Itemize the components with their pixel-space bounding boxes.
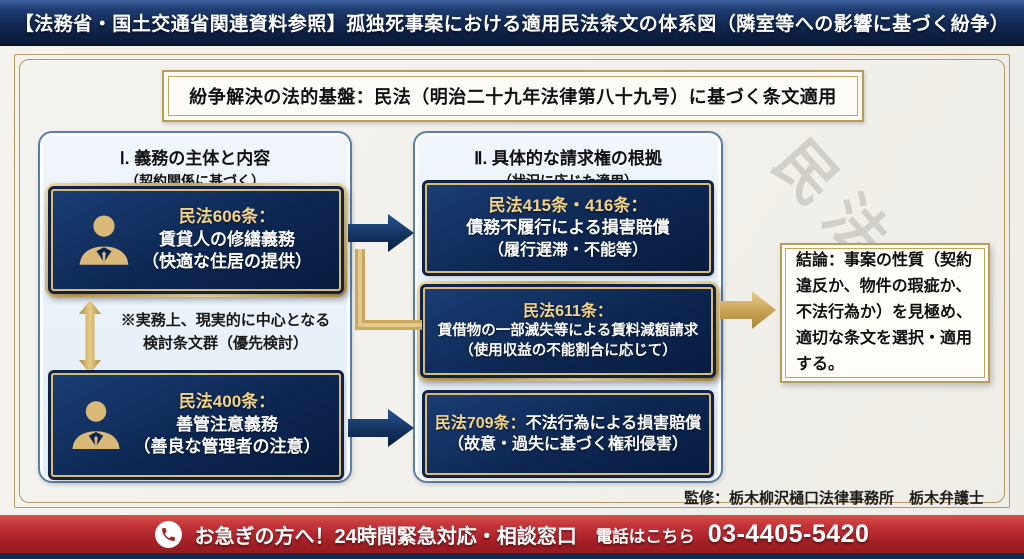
- article-709-box: 民法709条：不法行為による損害賠償 （故意・過失に基づく権利侵害）: [425, 393, 711, 475]
- article-709-line2: （故意・過失に基づく権利侵害）: [447, 436, 688, 453]
- person-icon: [58, 395, 134, 455]
- footer-navy-strip: [0, 553, 1024, 559]
- conclusion-box: 結論：事案の性質（契約違反か、物件の瑕疵か、不法行為か）を見極め、適切な条文を選…: [780, 243, 990, 383]
- article-415-416-box: 民法415条・416条： 債務不履行による損害賠償 （履行遅滞・不能等）: [425, 183, 711, 273]
- obligations-panel-title: Ⅰ. 義務の主体と内容: [119, 149, 271, 168]
- conclusion-text: 結論：事案の性質（契約違反か、物件の瑕疵か、不法行為か）を見極め、適切な条文を選…: [796, 252, 973, 373]
- article-400-box: 民法400条： 善管注意義務 （善良な管理者の注意）: [51, 373, 341, 477]
- emergency-contact-bar[interactable]: お急ぎの方へ！24時間緊急対応・相談窓口 電話はこちら 03-4405-5420: [0, 515, 1024, 559]
- article-400-line2: （善良な管理者の注意）: [133, 437, 321, 457]
- article-611-line1: 賃借物の一部滅失等による賃料減額請求: [437, 323, 699, 340]
- article-611-line2: （使用収益の不能割合に応じて）: [459, 342, 677, 359]
- phone-cta-label: 電話はこちら: [595, 527, 695, 546]
- phone-number[interactable]: 03-4405-5420: [707, 520, 870, 548]
- arrow-606-to-415-icon: [348, 214, 414, 252]
- updown-arrow-icon: [79, 300, 101, 374]
- article-606-number: 民法606条：: [178, 207, 276, 227]
- article-606-line2: （快適な住居の提供）: [142, 252, 312, 272]
- article-611-number: 民法611条：: [523, 303, 613, 321]
- legal-basis-title: 紛争解決の法的基盤：民法（明治二十九年法律第八十九号）に基づく条文適用: [189, 87, 837, 107]
- page-title: 【法務省・国土交通省関連資料参照】孤独死事案における適用民法条文の体系図（隣室等…: [14, 13, 1010, 35]
- article-400-number: 民法400条：: [178, 392, 276, 412]
- article-415-number: 民法415条・416条：: [488, 196, 648, 215]
- emergency-text: お急ぎの方へ！24時間緊急対応・相談窓口: [194, 526, 577, 548]
- claims-panel-title: Ⅱ. 具体的な請求権の根拠: [474, 149, 662, 168]
- article-415-line2: （履行遅滞・不能等）: [487, 241, 648, 259]
- article-606-box: 民法606条： 賃貸人の修繕義務 （快適な住居の提供）: [51, 189, 341, 291]
- article-611-highlight-frame: 民法611条： 賃借物の一部滅失等による賃料減額請求 （使用収益の不能割合に応じ…: [417, 281, 719, 381]
- article-709-line1: 不法行為による損害賠償: [525, 414, 702, 432]
- article-611-box: 民法611条： 賃借物の一部滅失等による賃料減額請求 （使用収益の不能割合に応じ…: [423, 287, 713, 375]
- article-415-line1: 債務不履行による損害賠償: [466, 218, 670, 238]
- article-606-line1: 賃貸人の修繕義務: [159, 229, 295, 249]
- supervisor-note: 監修：栃木柳沢樋口法律事務所 栃木弁護士: [683, 490, 984, 507]
- article-709-number: 民法709条：: [434, 414, 526, 432]
- arrow-400-to-709-icon: [348, 409, 414, 447]
- arrow-611-to-conclusion-icon: [720, 291, 776, 329]
- phone-icon: [154, 521, 182, 548]
- header-bar: 【法務省・国土交通省関連資料参照】孤独死事案における適用民法条文の体系図（隣室等…: [0, 0, 1024, 46]
- connector-606-to-611: [355, 249, 422, 330]
- legal-basis-title-box: 紛争解決の法的基盤：民法（明治二十九年法律第八十九号）に基づく条文適用: [162, 70, 864, 122]
- priority-note: ※実務上、現実的に中心となる 検討条文群（優先検討）: [120, 312, 331, 353]
- article-606-highlight-frame: 民法606条： 賃貸人の修繕義務 （快適な住居の提供）: [45, 183, 347, 297]
- person-icon: [66, 209, 142, 271]
- article-400-line1: 善管注意義務: [176, 414, 278, 434]
